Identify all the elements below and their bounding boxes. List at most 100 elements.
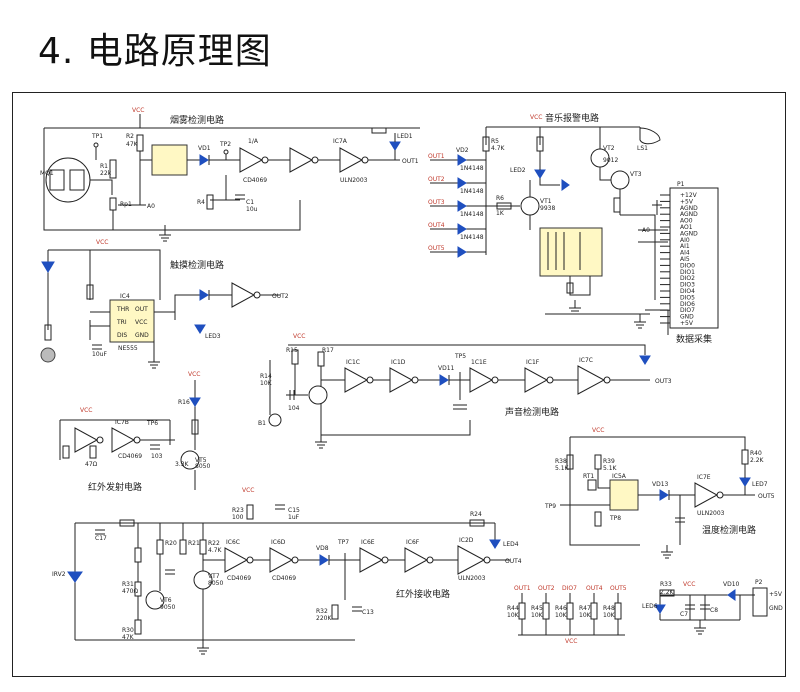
- svg-text:470Ω: 470Ω: [122, 588, 138, 595]
- r2-value: 47K: [126, 141, 139, 148]
- smoke-comparator: [151, 144, 188, 176]
- music-ic: [539, 227, 603, 277]
- daq-pin: DIO5: [680, 294, 695, 301]
- pulldown-resistor-name: R44: [507, 605, 519, 612]
- vd1-label: VD1: [198, 145, 211, 152]
- svg-text:10K: 10K: [260, 380, 273, 387]
- svg-text:VD2: VD2: [456, 147, 469, 154]
- svg-text:VD10: VD10: [723, 581, 740, 588]
- svg-text:TP9: TP9: [544, 503, 556, 510]
- svg-text:IC7C: IC7C: [579, 357, 593, 364]
- svg-text:5.1K: 5.1K: [603, 465, 618, 472]
- svg-text:VT3: VT3: [630, 171, 642, 178]
- led6-icon: [654, 604, 666, 614]
- pulldown-resistor-name: R47: [579, 605, 591, 612]
- svg-text:R20: R20: [165, 540, 177, 547]
- led4-icon: [489, 539, 501, 549]
- svg-text:1N4148: 1N4148: [460, 234, 484, 241]
- p2-power-connector: [752, 587, 768, 617]
- svg-text:OUT1: OUT1: [428, 153, 445, 160]
- svg-text:R40: R40: [750, 450, 762, 457]
- svg-text:IC7B: IC7B: [115, 419, 129, 426]
- vcc-label: VCC: [132, 107, 144, 114]
- svg-text:TRI: TRI: [116, 319, 127, 326]
- pulldown-resistor: [590, 602, 598, 620]
- svg-text:GND: GND: [769, 605, 783, 612]
- tp2-label: TP2: [219, 141, 231, 148]
- daq-pin: AGND: [680, 205, 698, 212]
- svg-text:R30: R30: [122, 627, 134, 634]
- svg-text:R17: R17: [322, 347, 334, 354]
- svg-text:1N4148: 1N4148: [460, 165, 484, 172]
- svg-text:TP7: TP7: [337, 539, 349, 546]
- r6-value: 1K: [496, 210, 505, 217]
- pulldown-resistor-value: 10K: [603, 612, 616, 619]
- svg-text:OUT4: OUT4: [428, 222, 445, 229]
- svg-text:C17: C17: [95, 535, 107, 542]
- ic7a-gate: [339, 147, 364, 173]
- daq-pin: GND: [680, 314, 694, 321]
- svg-text:IC7E: IC7E: [697, 474, 711, 481]
- ls1-label: LS1: [637, 145, 648, 152]
- r5-label: R5: [491, 138, 499, 145]
- vt4-transistor: [308, 385, 328, 405]
- vt1-transistor: [520, 196, 540, 216]
- svg-text:R22: R22: [208, 540, 220, 547]
- svg-text:C8: C8: [710, 607, 718, 614]
- ic4-label: IC4: [120, 293, 130, 300]
- svg-text:CD4069: CD4069: [227, 575, 251, 582]
- ne555-chip: [109, 299, 155, 343]
- pulldown-resistor: [614, 602, 622, 620]
- r4-label: R4: [197, 199, 205, 206]
- ic1a-gate: [239, 147, 264, 173]
- svg-text:R24: R24: [470, 511, 482, 518]
- touch-pad: [40, 347, 56, 363]
- out1-label: OUT1: [402, 158, 419, 165]
- svg-text:IC6F: IC6F: [406, 539, 420, 546]
- svg-text:C15: C15: [288, 507, 300, 514]
- svg-text:IC6E: IC6E: [361, 539, 375, 546]
- svg-text:1C1E: 1C1E: [471, 359, 487, 366]
- c1-label: C1: [246, 199, 254, 206]
- daq-pin-list: +12V+5VAGNDAGNDAO0AO1AGNDAI0AI1AI4AI5DIO…: [660, 192, 698, 327]
- svg-text:VD8: VD8: [316, 545, 329, 552]
- svg-text:VCC: VCC: [683, 581, 695, 588]
- svg-text:IC1F: IC1F: [526, 359, 540, 366]
- vt6-transistor: [145, 590, 165, 610]
- daq-pin: DIO4: [680, 288, 695, 295]
- vt3-transistor: [610, 170, 630, 190]
- svg-text:R39: R39: [603, 458, 615, 465]
- daq-pin: DIO0: [680, 262, 695, 269]
- diode-column: OUT1 OUT2 OUT3 OUT4 OUT5 VD2 1N4148 1N41…: [428, 147, 486, 258]
- cd4069-label: CD4069: [243, 177, 267, 184]
- ground-symbols: [148, 225, 706, 655]
- irv2-receiver-icon: [67, 571, 83, 583]
- svg-text:IC6D: IC6D: [271, 539, 286, 546]
- ir-led-icon: [189, 397, 201, 407]
- p1-label: P1: [677, 181, 685, 188]
- svg-text:ULN2003: ULN2003: [697, 510, 725, 517]
- svg-text:IRV2: IRV2: [52, 571, 66, 578]
- microphone-icon: [268, 413, 282, 427]
- pulldown-resistor-name: R48: [603, 605, 615, 612]
- out5-label: OUT5: [758, 493, 775, 500]
- svg-text:VCC: VCC: [242, 487, 254, 494]
- out4-label: OUT4: [505, 558, 522, 565]
- svg-text:TP6: TP6: [146, 420, 158, 427]
- daq-pin: DIO3: [680, 282, 695, 289]
- svg-text:CD4069: CD4069: [118, 453, 142, 460]
- svg-text:IC5A: IC5A: [612, 473, 627, 480]
- section-smoke: 烟雾检测电路: [170, 114, 224, 126]
- svg-text:A0: A0: [642, 227, 650, 234]
- mq1-label: MQ1: [40, 170, 54, 177]
- section-touch: 触摸检测电路: [170, 259, 224, 271]
- daq-pin: DIO2: [680, 275, 695, 282]
- svg-text:R14: R14: [260, 373, 272, 380]
- svg-text:R38: R38: [555, 458, 567, 465]
- daq-pin: AI1: [680, 243, 690, 250]
- mq1-sensor: [45, 157, 91, 203]
- svg-text:ULN2003: ULN2003: [458, 575, 486, 582]
- svg-text:1N4148: 1N4148: [460, 211, 484, 218]
- r5-value: 4.7K: [491, 145, 506, 152]
